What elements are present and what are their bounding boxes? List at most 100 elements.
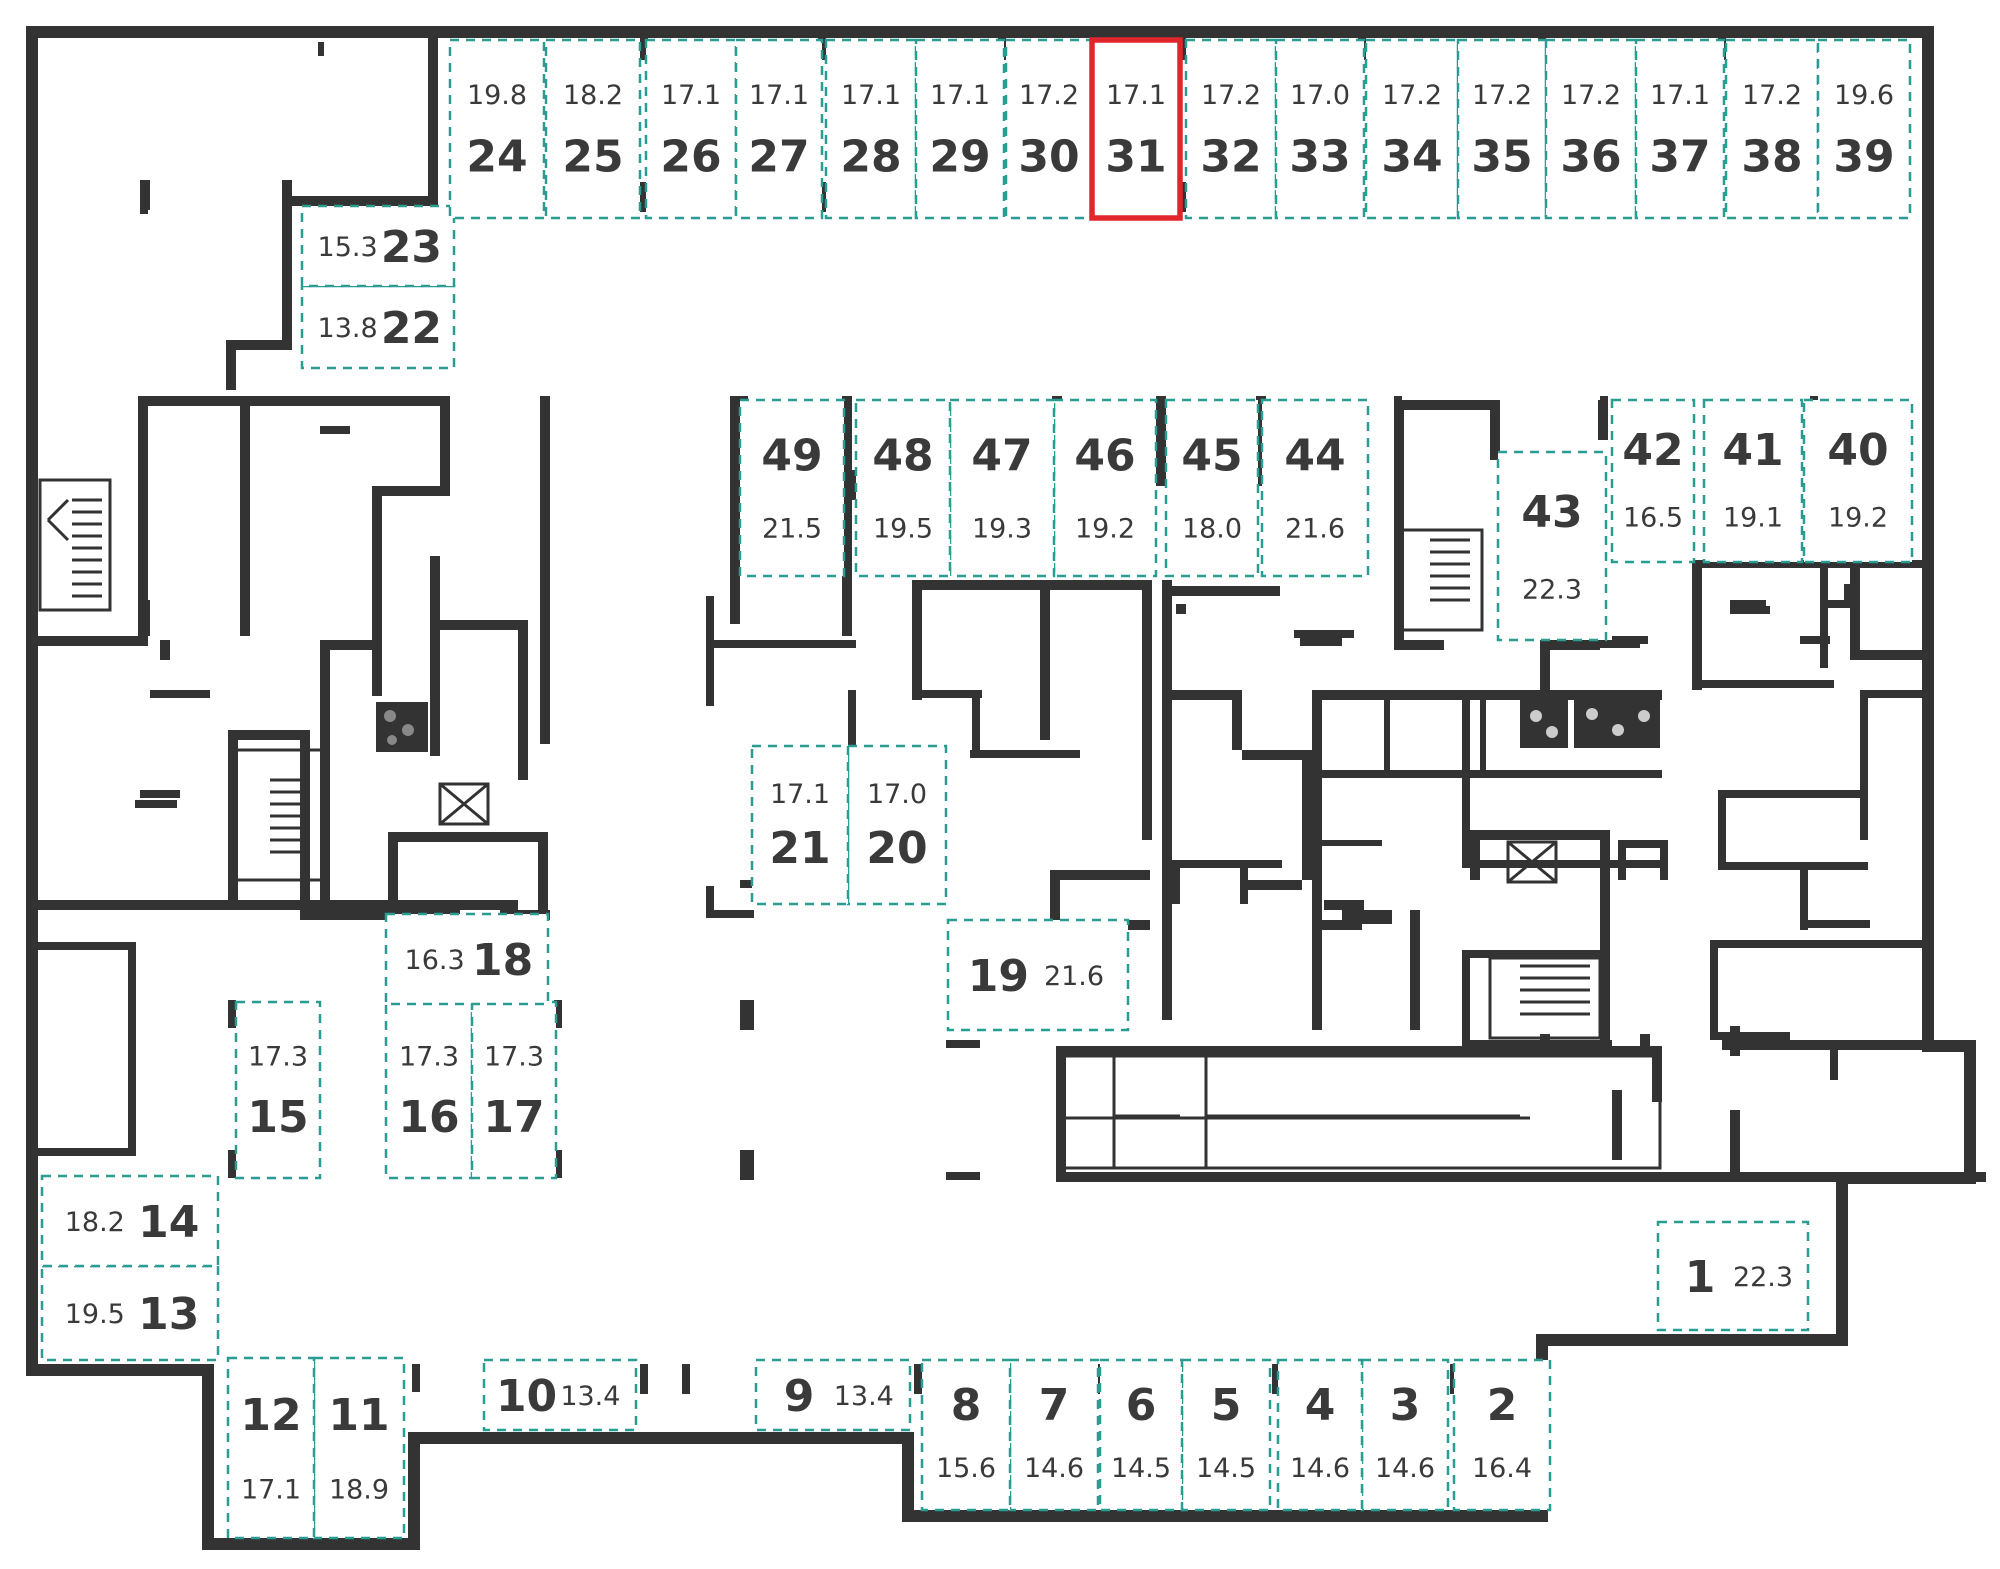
parking-spot-number: 20 bbox=[866, 823, 927, 874]
stairs-left-icon bbox=[38, 478, 112, 612]
parking-spot-number: 26 bbox=[660, 132, 721, 183]
parking-spot-25[interactable]: 18.225 bbox=[544, 38, 642, 220]
parking-spot-7[interactable]: 14.67 bbox=[1008, 1358, 1100, 1512]
parking-spot-area: 14.6 bbox=[1024, 1453, 1084, 1484]
parking-spot-outline bbox=[1089, 37, 1183, 221]
parking-spot-outline bbox=[312, 1356, 406, 1540]
parking-spots: 22.3116.4214.6314.6414.5514.5614.6715.68… bbox=[40, 37, 1914, 1540]
parking-spot-2[interactable]: 16.42 bbox=[1452, 1358, 1552, 1512]
parking-spot-outline bbox=[1184, 38, 1278, 220]
ramp-icon bbox=[1058, 1054, 1662, 1170]
parking-spot-area: 19.2 bbox=[1075, 513, 1135, 544]
parking-spot-area: 17.2 bbox=[1742, 80, 1802, 111]
parking-spot-21[interactable]: 17.121 bbox=[750, 744, 850, 906]
parking-spot-outline bbox=[1610, 398, 1696, 564]
parking-spot-number: 36 bbox=[1560, 132, 1621, 183]
parking-spot-20[interactable]: 17.0 20 bbox=[846, 744, 948, 906]
parking-spot-outline bbox=[300, 204, 456, 288]
parking-spot-47[interactable]: 19.347 bbox=[948, 398, 1056, 578]
parking-spot-28[interactable]: 17.128 bbox=[824, 38, 918, 220]
parking-spot-27[interactable]: 17.127 bbox=[734, 38, 824, 220]
parking-spot-4[interactable]: 14.64 bbox=[1276, 1358, 1364, 1512]
parking-spot-area: 17.2 bbox=[1561, 80, 1621, 111]
parking-spot-outline bbox=[1164, 398, 1260, 578]
parking-spot-42[interactable]: 16.542 bbox=[1610, 398, 1696, 564]
parking-spot-45[interactable]: 18.045 bbox=[1164, 398, 1260, 578]
parking-spot-12[interactable]: 17.112 bbox=[226, 1356, 316, 1540]
parking-spot-number: 49 bbox=[761, 430, 822, 481]
stairs-mid-left-icon bbox=[234, 748, 324, 882]
parking-spot-outline bbox=[1260, 398, 1370, 578]
parking-spot-area: 21.6 bbox=[1044, 961, 1104, 992]
parking-spot-outline bbox=[750, 744, 850, 906]
parking-spot-34[interactable]: 17.234 bbox=[1364, 38, 1460, 220]
parking-spot-number: 30 bbox=[1018, 132, 1079, 183]
parking-spot-43[interactable]: 22.343 bbox=[1496, 450, 1608, 642]
parking-spot-44[interactable]: 21.644 bbox=[1260, 398, 1370, 578]
parking-spot-49[interactable]: 21.5 49 bbox=[738, 398, 846, 578]
parking-spot-38[interactable]: 17.238 bbox=[1724, 38, 1820, 220]
parking-spot-6[interactable]: 14.56 bbox=[1098, 1358, 1184, 1512]
parking-spot-number: 22 bbox=[381, 303, 442, 354]
parking-spot-outline bbox=[948, 398, 1056, 578]
parking-spot-19[interactable]: 21.619 bbox=[946, 918, 1130, 1032]
parking-spot-area: 19.3 bbox=[972, 513, 1032, 544]
parking-spot-outline bbox=[914, 38, 1006, 220]
parking-spot-48[interactable]: 19.548 bbox=[854, 398, 952, 578]
parking-spot-36[interactable]: 17.2 36 bbox=[1544, 38, 1638, 220]
parking-spot-15[interactable]: 17.315 bbox=[234, 1000, 322, 1180]
parking-spot-area: 16.4 bbox=[1472, 1453, 1532, 1484]
parking-spot-30[interactable]: 17.230 bbox=[1004, 38, 1094, 220]
parking-spot-area: 22.3 bbox=[1522, 575, 1582, 606]
parking-spot-area: 14.5 bbox=[1111, 1453, 1171, 1484]
parking-spot-5[interactable]: 14.55 bbox=[1180, 1358, 1272, 1512]
parking-spot-area: 15.6 bbox=[936, 1453, 996, 1484]
parking-spot-11[interactable]: 18.911 bbox=[312, 1356, 406, 1540]
parking-spot-32[interactable]: 17.232 bbox=[1184, 38, 1278, 220]
parking-spot-26[interactable]: 17.126 bbox=[644, 38, 738, 220]
parking-spot-16[interactable]: 17.316 bbox=[384, 1000, 474, 1180]
parking-spot-number: 33 bbox=[1289, 132, 1350, 183]
parking-spot-outline bbox=[1274, 38, 1366, 220]
parking-spot-number: 1 bbox=[1685, 1252, 1716, 1303]
parking-spot-29[interactable]: 17.129 bbox=[914, 38, 1006, 220]
parking-spot-outline bbox=[1816, 38, 1912, 220]
parking-spot-area: 13.8 bbox=[318, 313, 378, 344]
parking-spot-35[interactable]: 17.235 bbox=[1456, 38, 1548, 220]
parking-spot-outline bbox=[1456, 38, 1548, 220]
parking-spot-37[interactable]: 17.137 bbox=[1634, 38, 1726, 220]
parking-spot-outline bbox=[1360, 1358, 1450, 1512]
parking-spot-46[interactable]: 19.246 bbox=[1052, 398, 1158, 578]
parking-spot-39[interactable]: 19.639 bbox=[1816, 38, 1912, 220]
parking-spot-area: 17.0 bbox=[867, 779, 927, 810]
parking-spot-24[interactable]: 19.824 bbox=[448, 38, 546, 220]
parking-spot-area: 14.5 bbox=[1196, 1453, 1256, 1484]
parking-spot-3[interactable]: 14.63 bbox=[1360, 1358, 1450, 1512]
parking-spot-area: 13.4 bbox=[834, 1381, 894, 1412]
parking-spot-area: 17.1 bbox=[841, 80, 901, 111]
parking-spot-area: 21.6 bbox=[1285, 513, 1345, 544]
parking-spot-outline bbox=[1544, 38, 1638, 220]
parking-spot-outline bbox=[1724, 38, 1820, 220]
parking-spot-area: 21.5 bbox=[762, 513, 822, 544]
parking-spot-outline bbox=[470, 1000, 558, 1180]
parking-spot-number: 7 bbox=[1039, 1380, 1070, 1431]
parking-spot-10[interactable]: 13.410 bbox=[482, 1358, 638, 1432]
parking-spot-outline bbox=[1656, 1220, 1810, 1332]
parking-spot-40[interactable]: 19.240 bbox=[1802, 398, 1914, 564]
parking-spot-1[interactable]: 22.31 bbox=[1656, 1220, 1810, 1332]
parking-spot-31[interactable]: 17.131 bbox=[1089, 37, 1183, 221]
parking-spot-9[interactable]: 13.49 bbox=[754, 1358, 912, 1432]
parking-spot-41[interactable]: 19.141 bbox=[1702, 398, 1804, 564]
parking-spot-outline bbox=[854, 398, 952, 578]
parking-spot-33[interactable]: 17.033 bbox=[1274, 38, 1366, 220]
parking-spot-8[interactable]: 15.68 bbox=[920, 1358, 1012, 1512]
parking-spot-outline bbox=[1052, 398, 1158, 578]
parking-spot-17[interactable]: 17.317 bbox=[470, 1000, 558, 1180]
parking-spot-number: 4 bbox=[1305, 1380, 1336, 1431]
